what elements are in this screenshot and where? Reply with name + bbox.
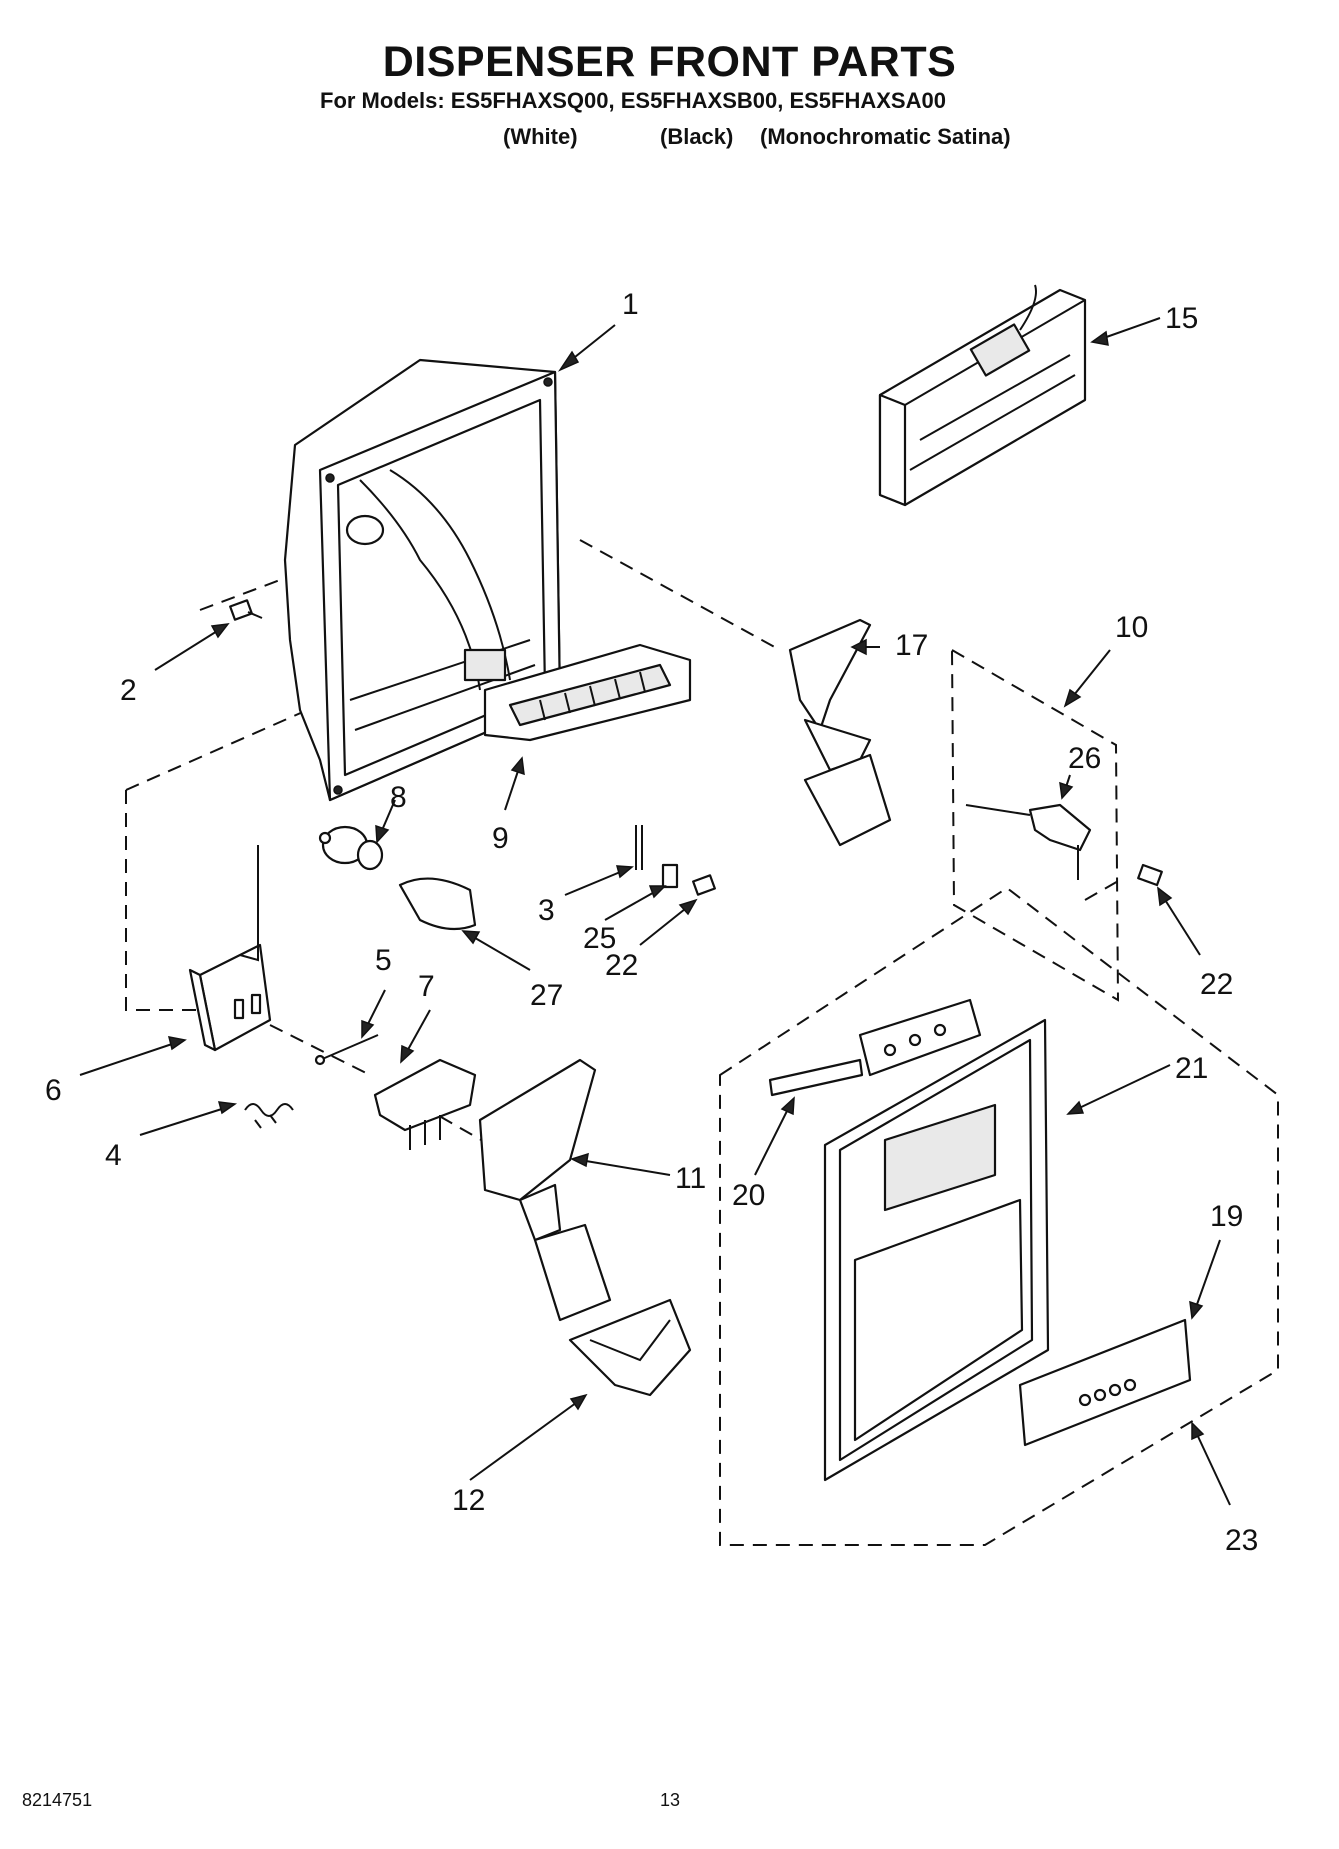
callout-10: 10 xyxy=(1115,611,1148,644)
assembly-line-housing xyxy=(125,699,331,791)
models-line: For Models: ES5FHAXSQ00, ES5FHAXSB00, ES… xyxy=(320,88,946,113)
part-4-spring xyxy=(244,1103,294,1129)
callout-2: 2 xyxy=(120,674,137,707)
part-27-cover xyxy=(398,877,477,931)
part-12-drip-tray xyxy=(568,1298,692,1397)
part-5-pin xyxy=(314,1034,379,1066)
callout-22-b: 22 xyxy=(1200,968,1233,1001)
doc-number: 8214751 xyxy=(22,1790,93,1810)
part-8-solenoid xyxy=(318,825,384,871)
assembly-line-17 xyxy=(579,539,781,651)
group-box-23 xyxy=(719,886,1279,1546)
callout-21: 21 xyxy=(1175,1052,1208,1085)
page-number: 13 xyxy=(660,1790,681,1810)
assembly-line-6 xyxy=(125,790,200,1011)
group-box-10 xyxy=(950,648,1120,1002)
callout-1: 1 xyxy=(622,288,639,321)
part-2-screw xyxy=(229,599,263,621)
callout-6: 6 xyxy=(45,1074,62,1107)
part-21-front-panel xyxy=(823,1018,1050,1482)
callout-12: 12 xyxy=(452,1484,485,1517)
callout-25: 25 xyxy=(583,922,616,955)
part-17-ice-paddle xyxy=(788,618,892,847)
part-3-clip xyxy=(635,825,643,870)
part-25-clip xyxy=(661,863,679,889)
callout-7: 7 xyxy=(418,970,435,1003)
part-19-control-panel xyxy=(1018,1318,1192,1447)
page-title: DISPENSER FRONT PARTS xyxy=(382,38,957,86)
part-11-water-paddle xyxy=(478,1058,612,1322)
part-22-screw-b xyxy=(1137,863,1163,887)
callout-26: 26 xyxy=(1068,742,1101,775)
part-7-actuator xyxy=(373,1058,477,1150)
callout-15: 15 xyxy=(1165,302,1198,335)
callout-17: 17 xyxy=(895,629,928,662)
assembly-line-22b xyxy=(1084,879,1121,901)
callout-23: 23 xyxy=(1225,1524,1258,1557)
callout-27: 27 xyxy=(530,979,563,1012)
callout-arrows xyxy=(79,317,1231,1506)
callout-22-a: 22 xyxy=(605,949,638,982)
variant-white: (White) xyxy=(503,124,578,149)
variant-black: (Black) xyxy=(660,124,734,149)
part-26-lever xyxy=(965,803,1092,880)
callout-9: 9 xyxy=(492,822,509,855)
part-9-grille xyxy=(483,643,692,742)
callout-5: 5 xyxy=(375,944,392,977)
part-6-module xyxy=(188,845,272,1052)
callout-20: 20 xyxy=(732,1179,765,1212)
part-22-screw-a xyxy=(692,874,716,896)
part-20-ribbon-cable xyxy=(768,998,982,1097)
callout-8: 8 xyxy=(390,781,407,814)
variant-monochromatic: (Monochromatic Satina) xyxy=(760,124,1011,149)
callout-11: 11 xyxy=(675,1162,706,1195)
callout-4: 4 xyxy=(105,1139,122,1172)
callout-19: 19 xyxy=(1210,1200,1243,1233)
assembly-line-5 xyxy=(269,1024,371,1076)
callout-3: 3 xyxy=(538,894,555,927)
part-15-control-bracket xyxy=(878,284,1087,507)
